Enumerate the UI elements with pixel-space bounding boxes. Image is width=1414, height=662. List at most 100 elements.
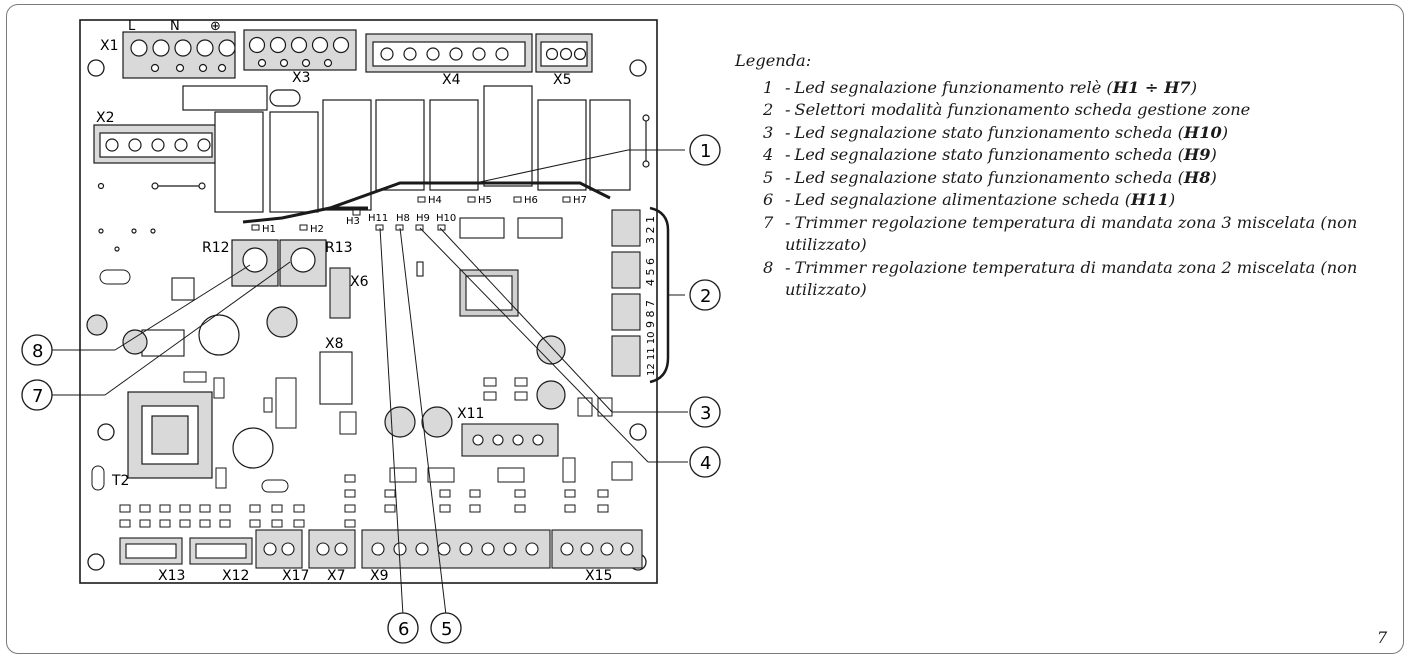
label-h2: H2 <box>310 224 324 235</box>
label-r13: R13 <box>325 240 353 256</box>
legend-item-number: 3 <box>763 122 774 142</box>
legend-item-text: Selettori modalità funzionamento scheda … <box>794 100 1251 119</box>
label-x11: X11 <box>457 406 484 422</box>
legend-item-text: Trimmer regolazione temperatura di manda… <box>785 257 1358 300</box>
label-x8: X8 <box>325 336 344 352</box>
label-h7: H7 <box>573 195 587 206</box>
label-x6: X6 <box>350 274 369 290</box>
top-components <box>97 85 650 252</box>
connector-x8 <box>319 351 353 405</box>
label-r12: R12 <box>202 240 230 256</box>
dip-switches <box>611 209 641 377</box>
legend-item-text: Trimmer regolazione temperatura di manda… <box>785 212 1358 255</box>
legend-item: 7-Trimmer regolazione temperatura di man… <box>763 212 1358 255</box>
legend-list: 1-Led segnalazione funzionamento relè (H… <box>735 77 1405 302</box>
legend-item-code: H8 <box>1183 167 1211 187</box>
legend-title: Legenda: <box>735 51 812 70</box>
leader-lines <box>52 149 688 616</box>
label-h10: H10 <box>436 213 456 224</box>
legend-item-suffix: ) <box>1168 190 1176 209</box>
callout-5: 5 <box>441 619 452 640</box>
callout-circles <box>21 134 721 644</box>
connector-x3 <box>243 29 357 71</box>
label-h8: H8 <box>396 213 410 224</box>
label-sw3: 9 8 7 <box>644 300 657 328</box>
label-h9: H9 <box>416 213 430 224</box>
label-h5: H5 <box>478 195 492 206</box>
earth-icon: ⊕ <box>210 19 221 34</box>
legend-item-text: Led segnalazione stato funzionamento sch… <box>794 167 1184 187</box>
legend-item-code: H10 <box>1183 122 1222 142</box>
label-x13: X13 <box>158 568 185 584</box>
legend-item: 1-Led segnalazione funzionamento relè (H… <box>735 77 1405 100</box>
legend-item-text: Led segnalazione stato funzionamento sch… <box>794 145 1184 164</box>
callout-4: 4 <box>700 453 711 474</box>
label-x5: X5 <box>553 72 572 88</box>
legend-item-suffix: ) <box>1210 145 1217 164</box>
label-x17: X17 <box>282 568 309 584</box>
legend-item: 6-Led segnalazione alimentazione scheda … <box>735 189 1405 212</box>
dip-bracket <box>649 206 670 384</box>
label-sw2: 4 5 6 <box>644 258 657 286</box>
legend-item-code: H11 <box>1131 190 1169 209</box>
connector-x5 <box>535 33 593 73</box>
legend-item-suffix: ) <box>1210 167 1217 187</box>
legend-item-text: Led segnalazione stato funzionamento sch… <box>794 122 1184 142</box>
led-line-h1-h7 <box>242 181 611 224</box>
page-frame <box>6 4 1404 654</box>
legend-item-number: 2 <box>763 100 774 119</box>
legend-item-number: 4 <box>763 145 774 164</box>
page-number: 7 <box>1377 628 1388 647</box>
label-l: L <box>128 19 136 34</box>
callout-3: 3 <box>700 403 711 424</box>
label-x9: X9 <box>370 568 389 584</box>
label-sw4: 12 11 10 <box>646 331 657 376</box>
legend-item: 4-Led segnalazione stato funzionamento s… <box>735 144 1405 167</box>
legend-item-suffix: ) <box>1221 122 1229 142</box>
legend-item: 8-Trimmer regolazione temperatura di man… <box>763 257 1358 300</box>
callout-1: 1 <box>700 141 711 162</box>
legend-item: 3-Led segnalazione stato funzionamento s… <box>735 122 1405 145</box>
connector-x4 <box>365 33 533 73</box>
label-sw1: 3 2 1 <box>644 216 657 244</box>
label-t2: T2 <box>111 473 129 489</box>
label-h11: H11 <box>368 213 388 224</box>
legend-item-number: 8 <box>763 257 774 277</box>
capacitors <box>86 306 566 469</box>
legend-item-text: Led segnalazione funzionamento relè ( <box>794 77 1113 97</box>
label-h4: H4 <box>428 195 442 206</box>
legend: Legenda: 1-Led segnalazione funzionament… <box>735 50 1405 302</box>
label-x4: X4 <box>442 72 461 88</box>
legend-item-number: 5 <box>763 167 774 187</box>
trimmers <box>231 239 327 287</box>
mounting-holes <box>87 59 647 571</box>
pcb-diagram: L N ⊕ X1 X3 X4 X5 X2 <box>21 19 721 644</box>
legend-item-number: 6 <box>763 190 774 209</box>
bottom-connectors <box>119 529 643 569</box>
connector-x6 <box>329 267 351 319</box>
label-h1: H1 <box>262 224 276 235</box>
ics <box>141 217 563 357</box>
label-h3: H3 <box>346 216 360 227</box>
connector-x2 <box>93 124 219 164</box>
label-n: N <box>170 19 180 34</box>
connector-x1 <box>122 31 236 79</box>
legend-item-suffix: ) <box>1190 77 1198 97</box>
label-x1: X1 <box>100 38 119 54</box>
label-x12: X12 <box>222 568 249 584</box>
callout-8: 8 <box>32 341 43 362</box>
leds <box>251 196 571 231</box>
callout-2: 2 <box>700 286 711 307</box>
label-x15: X15 <box>585 568 612 584</box>
label-x2: X2 <box>96 110 115 126</box>
legend-item-number: 7 <box>763 212 774 232</box>
label-h6: H6 <box>524 195 538 206</box>
connector-x11 <box>461 423 559 457</box>
legend-item-number: 1 <box>763 77 774 97</box>
legend-item-text: Led segnalazione alimentazione scheda ( <box>794 190 1132 209</box>
transformer-t2 <box>127 391 213 479</box>
legend-item: 2-Selettori modalità funzionamento sched… <box>735 99 1405 122</box>
callout-6: 6 <box>398 619 409 640</box>
legend-item-code: H1 ÷ H7 <box>1112 77 1191 97</box>
legend-item-code: H9 <box>1183 145 1211 164</box>
